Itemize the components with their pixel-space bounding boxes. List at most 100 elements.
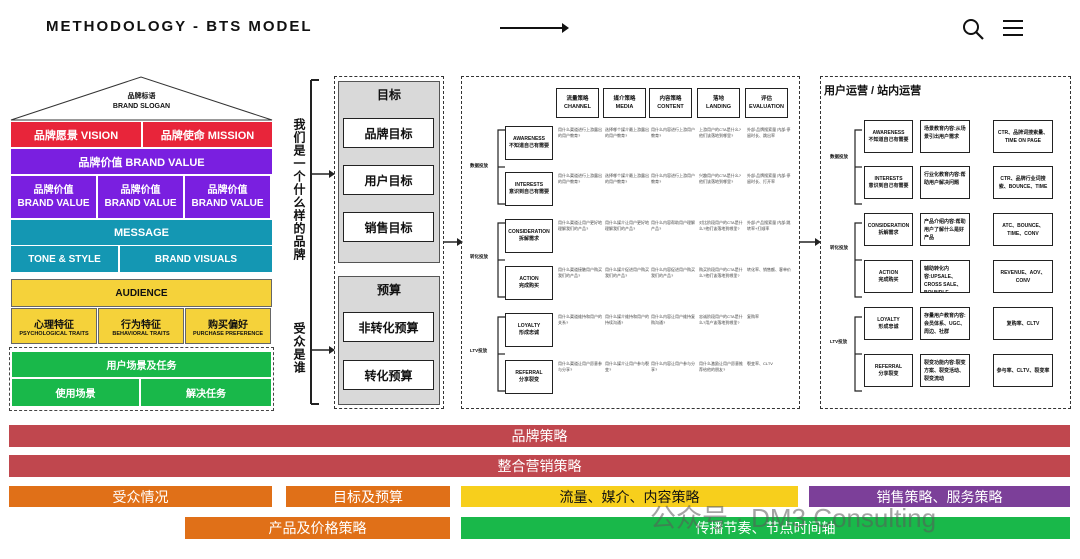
operations-brackets [854,129,862,392]
vision-block: 品牌愿景 VISION [11,122,141,147]
side-bracket [310,79,335,405]
row-en: CONSIDERATION [867,222,910,229]
budget-title: 预算 [376,282,401,297]
row-cn: 拆解需求 [518,236,539,242]
row-cn: 分享裂变 [518,377,539,383]
menu-icon[interactable] [1002,18,1024,38]
strategy-brackets [497,129,505,392]
strategy-cell: 用什么渠道维持和用户的关系? [558,314,602,325]
brand-value-cn: 品牌价值 [33,185,74,196]
strategy-cell: 用什么渠道接触用户购买我们的产品? [558,267,602,278]
brand-house: 品牌标语 BRAND SLOGAN 品牌愿景 VISION 品牌使命 MISSI… [9,75,274,411]
goal-budget-bar: 目标及预算 [286,486,450,507]
goals-title: 目标 [376,87,401,102]
strategy-cell: 复购率 [747,314,759,319]
brand-value-cn: 品牌价值 [207,185,248,196]
brand-value-en: BRAND VALUE [191,198,264,209]
strategy-cell: 兴趣用户的CTA是什么?他们该落地到哪里? [699,173,741,184]
operations-panel [820,76,1071,409]
operations-content: 裂变功能内容:裂变方案、裂变活动、裂变流动 [920,354,970,387]
budget-item: 非转化预算 [343,312,434,342]
strategy-cell: 用什么内容进行上游用户教育? [651,173,695,184]
row-cn: 完成购买 [878,276,899,283]
trait-en: PSYCHOLOGICAL TRAITS [19,330,89,337]
brand-value-block: 品牌价值 BRAND VALUE [11,149,272,174]
audience-situation-bar: 受众情况 [9,486,272,507]
goal-item: 销售目标 [343,212,434,242]
operations-content: 产品介绍内容:帮助用户了解什么是好产品 [920,213,970,246]
row-en: REFERRAL [874,363,903,370]
trait-en: BEHAVIORAL TRAITS [112,330,170,337]
strategy-cell: 用什么内容促进用户购买我们的产品? [651,267,695,278]
row-en: LOYALTY [877,316,900,323]
arrow-to-operations-icon [800,238,821,246]
audience-who-label: 受众是谁 [292,322,306,374]
operations-group-label: 转化投放 [830,245,848,250]
strategy-cell: 用什么内容让用户维持复购沟通? [651,314,695,325]
visuals-block: BRAND VISUALS [120,246,272,272]
column-cn: 落地 [712,96,724,102]
strategy-cell: 外部:品牌搜索量 内部:停留时长、打开率 [747,173,791,184]
trait-cn: 购买偏好 [208,319,248,331]
row-en: CONSIDERATION [508,229,550,235]
row-en: LOYALTY [517,323,541,329]
operations-group-label: LTV投放 [830,339,848,344]
column-cn: 媒介策略 [613,96,636,102]
operations-content: 行业化教育内容:帮助用户解决问题 [920,166,970,199]
operations-metric: 参与率、CLTV、裂变率 [993,354,1053,387]
goal-item: 品牌目标 [343,118,434,148]
mission-block: 品牌使命 MISSION [143,122,272,147]
strategy-cell: 用什么内容进行上游用户教育? [651,127,695,138]
column-en: EVALUATION [749,104,784,110]
rhythm-bar: 传播节奏、节点时间轴 [461,517,1070,539]
strategy-cell: 裂变率、CLTV [747,361,773,366]
strategy-cell: 外部:品牌搜索量 内部:停留时长、跳出率 [747,127,791,138]
strategy-column-header: 媒介策略 MEDIA [603,88,646,118]
goals-budget-panel [334,76,444,409]
column-cn: 流量策略 [566,96,589,102]
scenario-block: 用户场景及任务 [12,352,271,377]
operations-content: 场景教育内容:从场景引出用户需求 [920,120,970,153]
arrow-to-strategy-icon [444,238,463,246]
search-icon[interactable] [962,18,984,40]
strategy-cell: 用什么渠道进行上游露出的用户教育? [558,127,602,138]
tone-block: TONE & STYLE [11,246,118,272]
product-price-bar: 产品及价格策略 [185,517,450,539]
strategy-cell: 忠诚阶段用户的CTA是什么?用户该落地到哪里? [699,314,743,325]
trait-en: PURCHASE PREFERENCE [193,330,263,337]
trait-cn: 行为特征 [121,319,161,331]
strategy-cell: 外部:产品搜索量 内部:跳转率+打顺率 [747,220,791,231]
who-we-are-label: 我们是一个什么样的品牌 [292,118,306,261]
column-en: MEDIA [615,104,634,110]
scenario-frame [9,347,274,411]
strategy-cell: 对比阶段用户的CTA是什么?他们该落地到哪里? [699,220,743,231]
use-scenario-block: 使用场景 [12,379,139,406]
strategy-cell: 转化率、销售额、客单价 [747,267,791,272]
goal-item: 用户目标 [343,165,434,195]
row-cn: 不知道自己有需要 [868,136,909,143]
operations-content: 存量用户教育内容:会员体系、UGC、周边、社群 [920,307,970,340]
strategy-cell: 用什么媒介让用户更好地理解我们的产品? [605,220,649,231]
operations-metric: 复购率、CLTV [993,307,1053,340]
operations-content: 辅助转化内容:UPSALE、CROSS SALE、BOUNDLE [920,260,970,293]
imc-strategy-bar: 整合营销策略 [9,455,1070,477]
strategy-cell: 用什么内容让用户参与分享? [651,361,695,372]
strategy-cell: 用什么媒介让用户参与裂变? [605,361,649,372]
row-en: ACTION [519,276,539,282]
brand-value-cn: 品牌价值 [120,185,161,196]
brand-value-item: 品牌价值 BRAND VALUE [185,176,270,218]
strategy-cell: 选择哪个媒介最上游露出的用户教育? [605,173,649,184]
